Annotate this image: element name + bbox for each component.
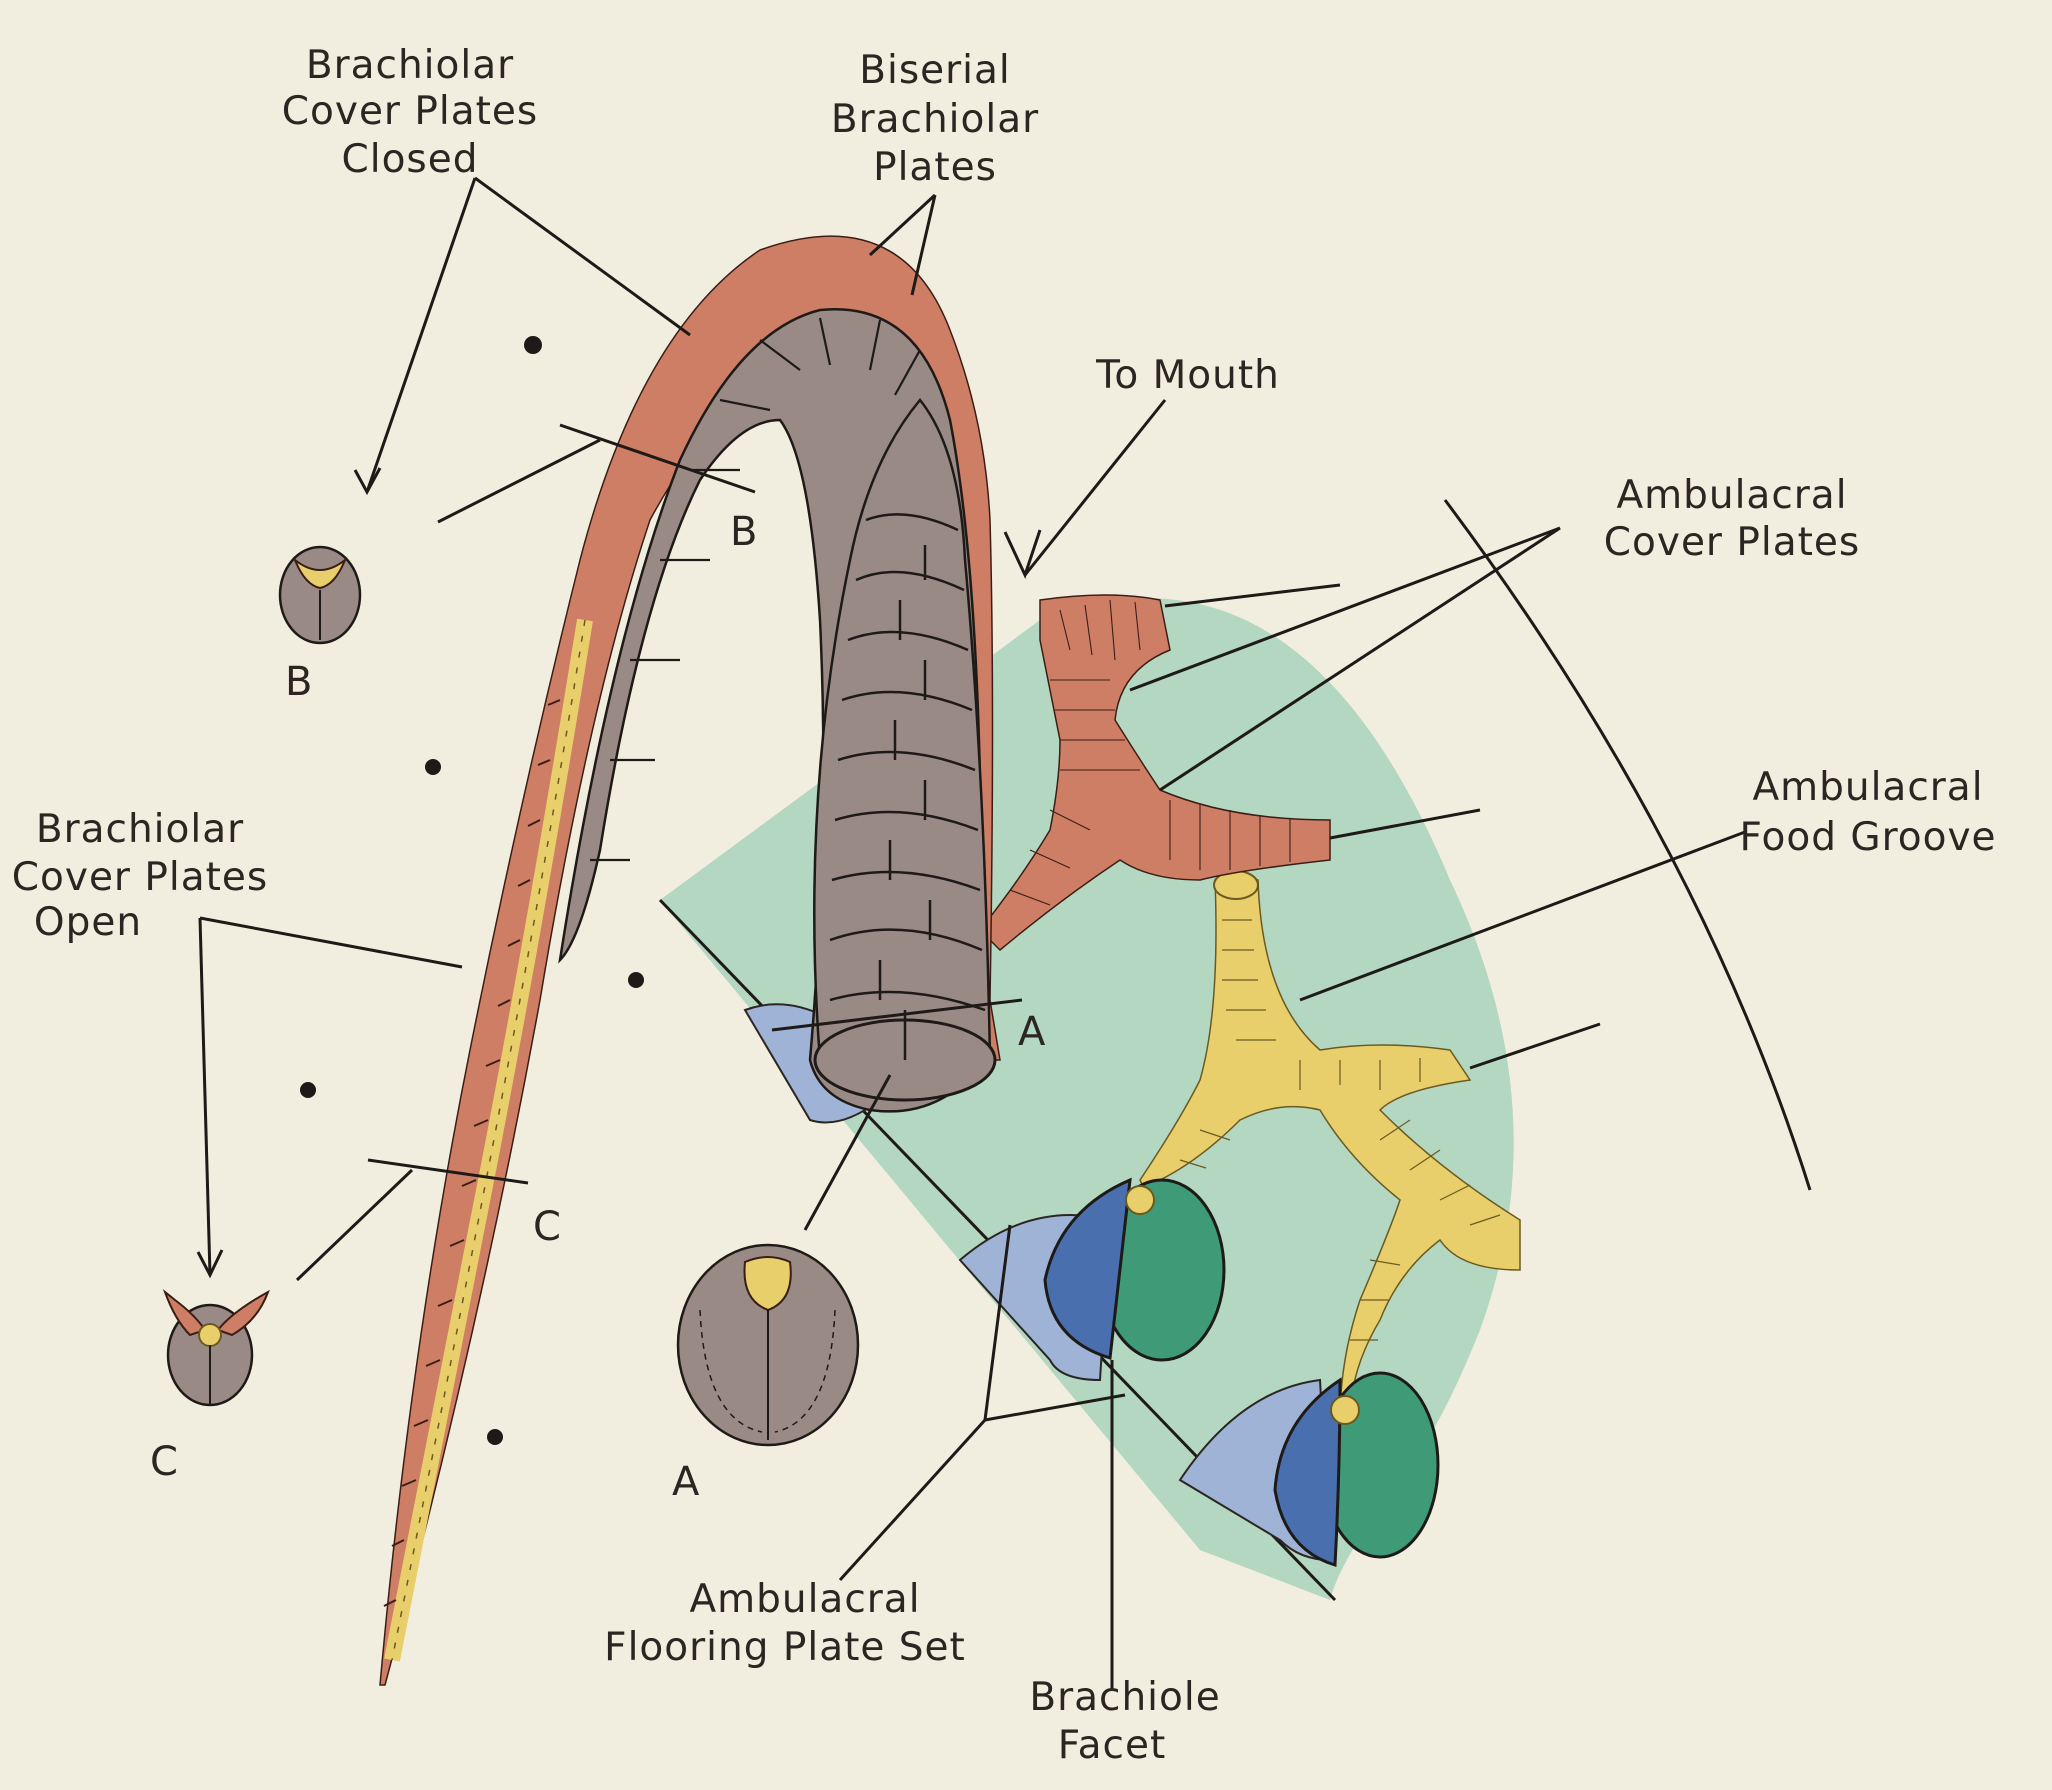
label-flooring-line2: Flooring Plate Set <box>604 1625 966 1670</box>
dots <box>300 336 644 1445</box>
label-biserial-line3: Plates <box>873 145 997 190</box>
label-biserial-line2: Brachiolar <box>831 97 1039 142</box>
label-amb-cover-line2: Cover Plates <box>1604 520 1860 565</box>
label-cover-closed: Brachiolar Cover Plates Closed <box>282 43 538 182</box>
label-amb-groove-line1: Ambulacral <box>1752 765 1983 810</box>
letter-c-arm: C <box>533 1204 561 1250</box>
letter-a-arm: A <box>1018 1009 1046 1055</box>
label-to-mouth: To Mouth <box>1095 353 1280 398</box>
section-line-c <box>367 1158 529 1185</box>
label-flooring: Ambulacral Flooring Plate Set <box>604 1577 966 1670</box>
section-line-a <box>771 998 1023 1032</box>
letter-c-section: C <box>150 1439 178 1485</box>
letter-b-section: B <box>285 659 312 705</box>
section-b-closed <box>278 545 362 645</box>
label-cover-open-line3: Open <box>34 900 142 945</box>
section-line-b <box>559 423 756 494</box>
label-amb-cover: Ambulacral Cover Plates <box>1604 473 1860 565</box>
label-biserial: Biserial Brachiolar Plates <box>831 48 1039 190</box>
label-cover-closed-line2: Cover Plates <box>282 89 538 134</box>
label-cover-closed-line1: Brachiolar <box>306 43 514 88</box>
label-cover-open-line2: Cover Plates <box>12 855 268 900</box>
section-a-base <box>676 1243 860 1447</box>
label-cover-closed-line3: Closed <box>342 137 479 182</box>
arrow-closed-head <box>353 467 382 496</box>
label-flooring-line1: Ambulacral <box>689 1577 920 1622</box>
outer-arc-line <box>1443 499 1812 1191</box>
label-amb-groove: Ambulacral Food Groove <box>1739 765 1996 860</box>
letter-a-section: A <box>672 1459 700 1505</box>
label-cover-open-line1: Brachiolar <box>36 807 244 852</box>
brachiole-facet-2 <box>1273 1371 1440 1567</box>
letter-b-arm: B <box>730 509 757 555</box>
groove-segments <box>1179 919 1501 1341</box>
arrow-open-head <box>196 1249 224 1279</box>
ambulacral-cover-plates <box>978 594 1331 952</box>
label-facet: Brachiole Facet <box>1029 1675 1220 1768</box>
cover-plate-segments <box>1009 599 1291 906</box>
label-amb-groove-line2: Food Groove <box>1739 815 1996 860</box>
brachiole-arm <box>379 235 1001 1686</box>
label-cover-open: Brachiolar Cover Plates Open <box>12 807 268 945</box>
brachiole-facet-1 <box>1043 1177 1226 1362</box>
section-c-open <box>162 1289 270 1407</box>
label-facet-line1: Brachiole <box>1029 1675 1220 1720</box>
label-biserial-line1: Biserial <box>859 48 1011 93</box>
leader-lines <box>198 176 1746 1690</box>
label-facet-line2: Facet <box>1058 1723 1166 1768</box>
label-amb-cover-line1: Ambulacral <box>1616 473 1847 518</box>
